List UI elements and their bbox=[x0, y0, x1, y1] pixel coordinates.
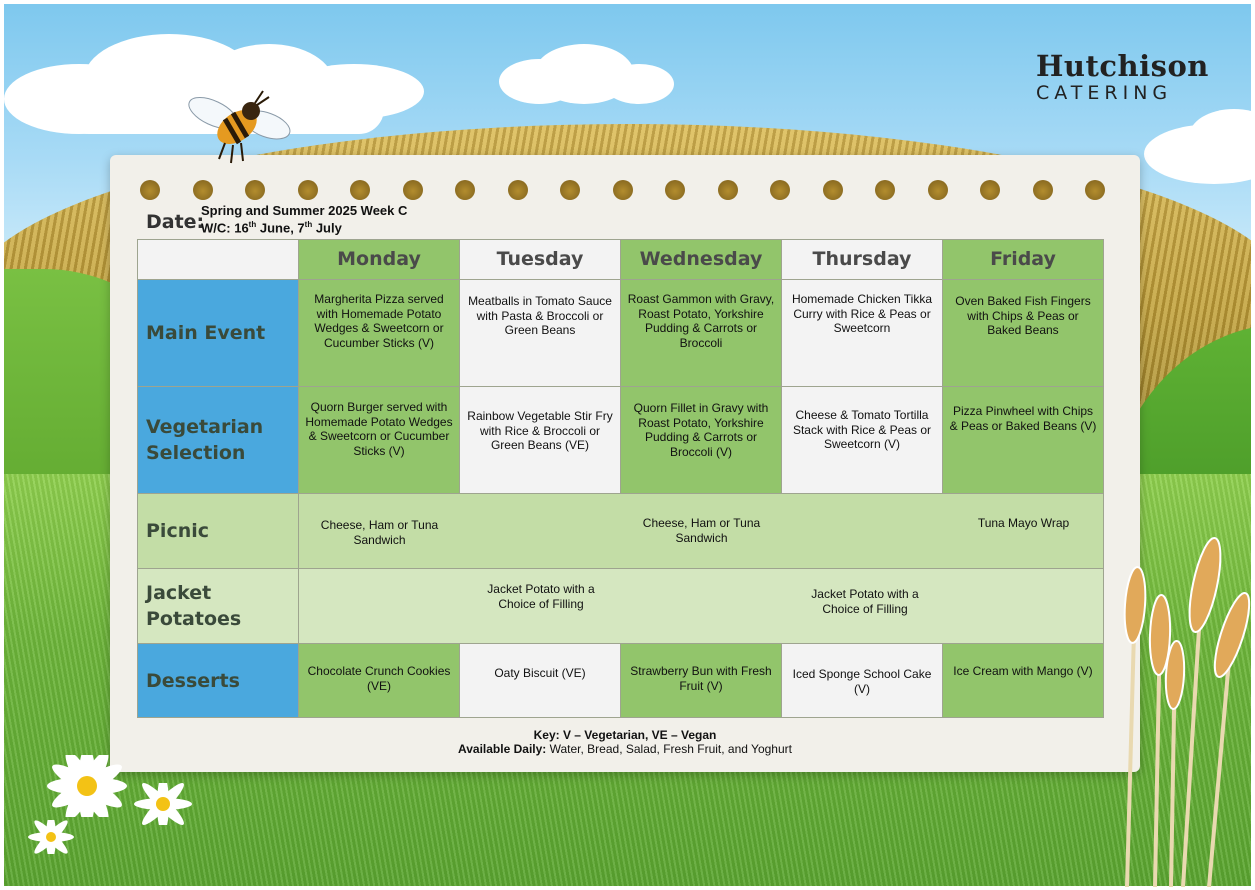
menu-cell: Pizza Pinwheel with Chips & Peas or Bake… bbox=[942, 386, 1104, 494]
day-header: Monday bbox=[298, 239, 460, 280]
binder-hole bbox=[613, 180, 633, 200]
binder-tab bbox=[981, 150, 999, 182]
corner-cell bbox=[137, 239, 299, 280]
binder-hole bbox=[928, 180, 948, 200]
binder-hole bbox=[508, 180, 528, 200]
menu-table: Monday Tuesday Wednesday Thursday Friday… bbox=[137, 239, 1104, 718]
week-commencing: W/C: 16th June, 7th July bbox=[201, 220, 342, 236]
menu-cell: Jacket Potato with a Choice of Filling bbox=[487, 582, 595, 611]
binder-hole bbox=[1085, 180, 1105, 200]
binder-hole bbox=[560, 180, 580, 200]
binder-tab bbox=[824, 150, 842, 182]
menu-cell: Oaty Biscuit (VE) bbox=[459, 643, 621, 718]
menu-cell: Roast Gammon with Gravy, Roast Potato, Y… bbox=[620, 279, 782, 387]
menu-title: Spring and Summer 2025 Week C bbox=[201, 203, 408, 218]
binder-tab bbox=[141, 150, 159, 182]
binder-hole bbox=[718, 180, 738, 200]
binder-hole bbox=[823, 180, 843, 200]
menu-cell: Tuna Mayo Wrap bbox=[977, 516, 1070, 530]
binder-tab bbox=[719, 150, 737, 182]
day-header: Wednesday bbox=[620, 239, 782, 280]
row-label: Main Event bbox=[137, 279, 299, 387]
main-event-row: Main Event Margherita Pizza served with … bbox=[137, 279, 1104, 387]
binder-tab bbox=[666, 150, 684, 182]
dietary-key: Key: V – Vegetarian, VE – Vegan bbox=[533, 728, 717, 742]
binder-hole bbox=[403, 180, 423, 200]
menu-cell: Cheese & Tomato Tortilla Stack with Rice… bbox=[781, 386, 943, 494]
menu-cell: Oven Baked Fish Fingers with Chips & Pea… bbox=[942, 279, 1104, 387]
hutchison-catering-logo: Hutchison CATERING bbox=[1036, 50, 1209, 104]
jacket-span: Jacket Potato with a Choice of Filling J… bbox=[298, 568, 1104, 644]
picnic-span: Cheese, Ham or Tuna Sandwich Cheese, Ham… bbox=[298, 493, 1104, 569]
binder-tab bbox=[351, 150, 369, 182]
menu-cell: Margherita Pizza served with Homemade Po… bbox=[298, 279, 460, 387]
binder-tab bbox=[929, 150, 947, 182]
menu-cell: Ice Cream with Mango (V) bbox=[942, 643, 1104, 718]
binder-tab bbox=[299, 150, 317, 182]
day-header: Tuesday bbox=[459, 239, 621, 280]
binder-tab bbox=[1086, 150, 1104, 182]
binder-hole bbox=[193, 180, 213, 200]
bee-illustration bbox=[188, 90, 291, 164]
binder-hole bbox=[245, 180, 265, 200]
menu-cell: Chocolate Crunch Cookies (VE) bbox=[298, 643, 460, 718]
binder-hole bbox=[350, 180, 370, 200]
row-label: Desserts bbox=[137, 643, 299, 718]
menu-cell: Cheese, Ham or Tuna Sandwich bbox=[642, 516, 761, 545]
daisy-icon bbox=[134, 783, 192, 825]
wheat-stalks-icon bbox=[1123, 536, 1251, 887]
binder-hole bbox=[455, 180, 475, 200]
binder-tab bbox=[509, 150, 527, 182]
binder-tab bbox=[404, 150, 422, 182]
binder-tab bbox=[1034, 150, 1052, 182]
day-header: Thursday bbox=[781, 239, 943, 280]
menu-cell: Homemade Chicken Tikka Curry with Rice &… bbox=[781, 279, 943, 387]
daisy-icon bbox=[28, 820, 74, 854]
menu-cell: Iced Sponge School Cake (V) bbox=[781, 643, 943, 718]
binder-hole bbox=[980, 180, 1000, 200]
date-label: Date: bbox=[146, 211, 205, 233]
binder-hole bbox=[875, 180, 895, 200]
menu-cell: Rainbow Vegetable Stir Fry with Rice & B… bbox=[459, 386, 621, 494]
day-header-row: Monday Tuesday Wednesday Thursday Friday bbox=[137, 239, 1104, 280]
row-label: Picnic bbox=[137, 493, 299, 569]
binder-hole bbox=[665, 180, 685, 200]
binder-tab bbox=[614, 150, 632, 182]
menu-cell: Jacket Potato with a Choice of Filling bbox=[811, 587, 919, 616]
binder-hole bbox=[770, 180, 790, 200]
menu-cell: Strawberry Bun with Fresh Fruit (V) bbox=[620, 643, 782, 718]
daisy-icon bbox=[47, 755, 127, 817]
menu-cell: Meatballs in Tomato Sauce with Pasta & B… bbox=[459, 279, 621, 387]
menu-cell: Quorn Fillet in Gravy with Roast Potato,… bbox=[620, 386, 782, 494]
day-header: Friday bbox=[942, 239, 1104, 280]
logo-main-text: Hutchison bbox=[1036, 49, 1209, 83]
binder-hole bbox=[298, 180, 318, 200]
binder-tab bbox=[561, 150, 579, 182]
menu-cell: Quorn Burger served with Homemade Potato… bbox=[298, 386, 460, 494]
binder-tab bbox=[771, 150, 789, 182]
desserts-row: Desserts Chocolate Crunch Cookies (VE) O… bbox=[137, 643, 1104, 718]
available-daily: Available Daily: Water, Bread, Salad, Fr… bbox=[458, 742, 792, 756]
logo-sub-text: CATERING bbox=[1036, 82, 1173, 104]
binder-tab bbox=[456, 150, 474, 182]
binder-hole bbox=[1033, 180, 1053, 200]
menu-cell: Cheese, Ham or Tuna Sandwich bbox=[320, 518, 439, 547]
picnic-row: Picnic Cheese, Ham or Tuna Sandwich Chee… bbox=[137, 493, 1104, 569]
binder-tab bbox=[876, 150, 894, 182]
binder-hole bbox=[140, 180, 160, 200]
